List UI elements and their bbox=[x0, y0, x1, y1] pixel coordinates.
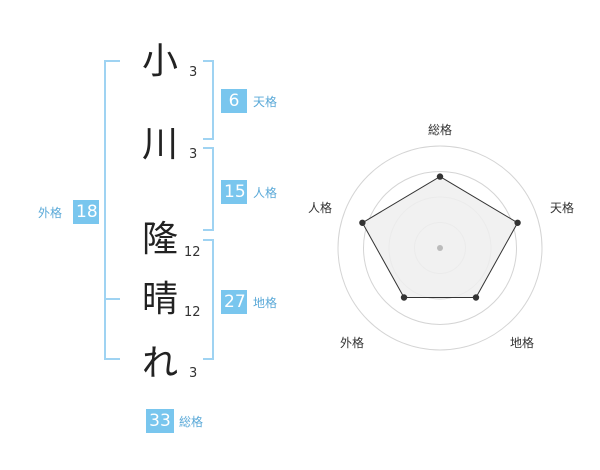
tenkaku-label: 天格 bbox=[253, 95, 278, 109]
stroke-count-3: 12 bbox=[184, 245, 201, 260]
radar-ring bbox=[363, 171, 517, 325]
radar-point bbox=[359, 219, 366, 226]
bracket-line bbox=[203, 358, 214, 360]
bracket-line bbox=[104, 60, 120, 62]
bracket-line bbox=[104, 298, 120, 300]
soukaku-label: 総格 bbox=[179, 415, 204, 429]
stroke-count-2: 3 bbox=[189, 147, 198, 162]
gaikaku-value-badge: 18 bbox=[73, 200, 99, 224]
name-char-2: 川 bbox=[142, 124, 179, 165]
radar-polygon bbox=[361, 176, 519, 298]
radar-axis-label-soukaku: 総格 bbox=[428, 123, 453, 137]
radar-point bbox=[472, 294, 480, 301]
bracket-line bbox=[203, 60, 214, 62]
jinkaku-label: 人格 bbox=[253, 186, 278, 200]
soukaku-value-badge: 33 bbox=[146, 409, 174, 433]
name-char-3: 隆 bbox=[142, 219, 179, 260]
stroke-count-1: 3 bbox=[189, 65, 198, 80]
radar-axis-label-jinkaku: 人格 bbox=[308, 201, 333, 215]
radar-points bbox=[359, 173, 521, 301]
radar-ring bbox=[337, 145, 543, 351]
bracket-line bbox=[104, 60, 106, 360]
bracket-line bbox=[203, 229, 214, 231]
radar-chart-svg bbox=[337, 145, 543, 351]
bracket-line bbox=[104, 358, 120, 360]
bracket-line bbox=[203, 138, 214, 140]
radar-point bbox=[436, 173, 444, 180]
radar-center-dot bbox=[437, 245, 443, 251]
chikaku-value-badge: 27 bbox=[221, 290, 247, 314]
bracket-line bbox=[203, 147, 214, 149]
gaikaku-label: 外格 bbox=[38, 206, 63, 220]
bracket-line bbox=[212, 147, 214, 231]
radar-point bbox=[400, 294, 408, 301]
name-char-4: 晴 bbox=[142, 279, 179, 320]
stroke-count-5: 3 bbox=[189, 366, 198, 381]
jinkaku-value-badge: 15 bbox=[221, 180, 247, 204]
chikaku-label: 地格 bbox=[253, 296, 278, 310]
radar-axis-label-chikaku: 地格 bbox=[510, 336, 535, 350]
radar-point bbox=[514, 219, 521, 226]
name-char-1: 小 bbox=[142, 41, 179, 82]
bracket-line bbox=[212, 239, 214, 360]
stroke-count-4: 12 bbox=[184, 305, 201, 320]
radar-axis-label-tenkaku: 天格 bbox=[550, 201, 575, 215]
bracket-line bbox=[203, 239, 214, 241]
bracket-line bbox=[212, 60, 214, 140]
tenkaku-value-badge: 6 bbox=[221, 89, 247, 113]
radar-axis-label-gaikaku: 外格 bbox=[340, 336, 365, 350]
name-char-5: れ bbox=[142, 343, 179, 384]
